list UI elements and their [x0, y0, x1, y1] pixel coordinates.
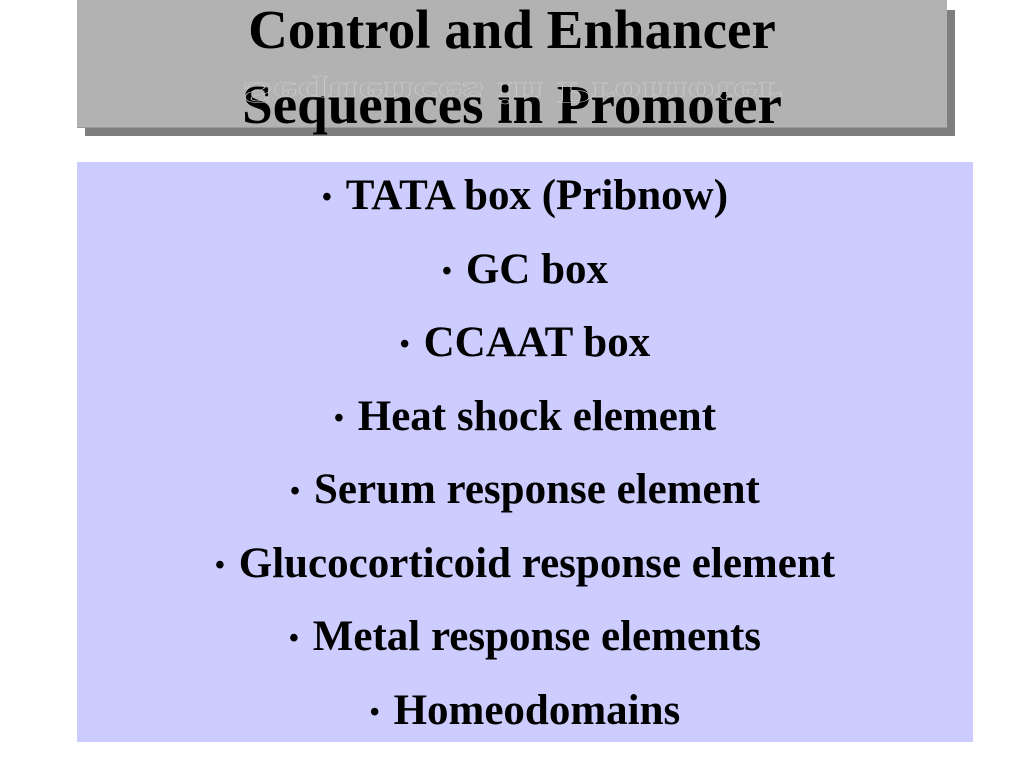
bullet-item: • Heat shock element: [77, 395, 973, 469]
bullet-dot-icon: •: [321, 182, 332, 213]
title-banner: Control and Enhancer Sequences in Promot…: [77, 0, 947, 132]
bullet-text: Glucocorticoid response element: [238, 539, 836, 587]
bullet-text: Homeodomains: [393, 686, 681, 734]
bullet-text: Serum response element: [313, 466, 760, 513]
bullet-text: CCAAT box: [423, 319, 651, 366]
bullet-dot-icon: •: [442, 255, 452, 287]
bullet-item: • Homeodomains: [77, 689, 973, 763]
bullet-dot-icon: •: [290, 476, 300, 507]
bullet-list: • TATA box (Pribnow) • GC box • CCAAT bo…: [77, 174, 973, 762]
bullet-dot-icon: •: [214, 549, 225, 581]
bullet-dot-icon: •: [399, 329, 410, 360]
bullet-dot-icon: •: [369, 696, 380, 728]
bullet-item: • GC box: [77, 248, 973, 322]
bullet-item: • Serum response element: [77, 468, 973, 542]
bullet-item: • CCAAT box: [77, 321, 973, 395]
bullet-text: GC box: [465, 245, 608, 293]
bullet-item: • TATA box (Pribnow): [77, 174, 973, 248]
bullet-text: Metal response elements: [312, 613, 762, 660]
bullet-dot-icon: •: [288, 623, 299, 654]
bullet-text: Heat shock element: [357, 392, 717, 440]
bullet-dot-icon: •: [333, 402, 344, 434]
bullet-item: • Glucocorticoid response element: [77, 542, 973, 616]
bullet-item: • Metal response elements: [77, 615, 973, 689]
slide-title-line-2: Sequences in Promoter: [242, 74, 782, 135]
slide-title-line-1: Control and Enhancer: [248, 0, 776, 60]
bullet-text: TATA box (Pribnow): [345, 172, 729, 219]
content-panel: • TATA box (Pribnow) • GC box • CCAAT bo…: [77, 162, 973, 742]
